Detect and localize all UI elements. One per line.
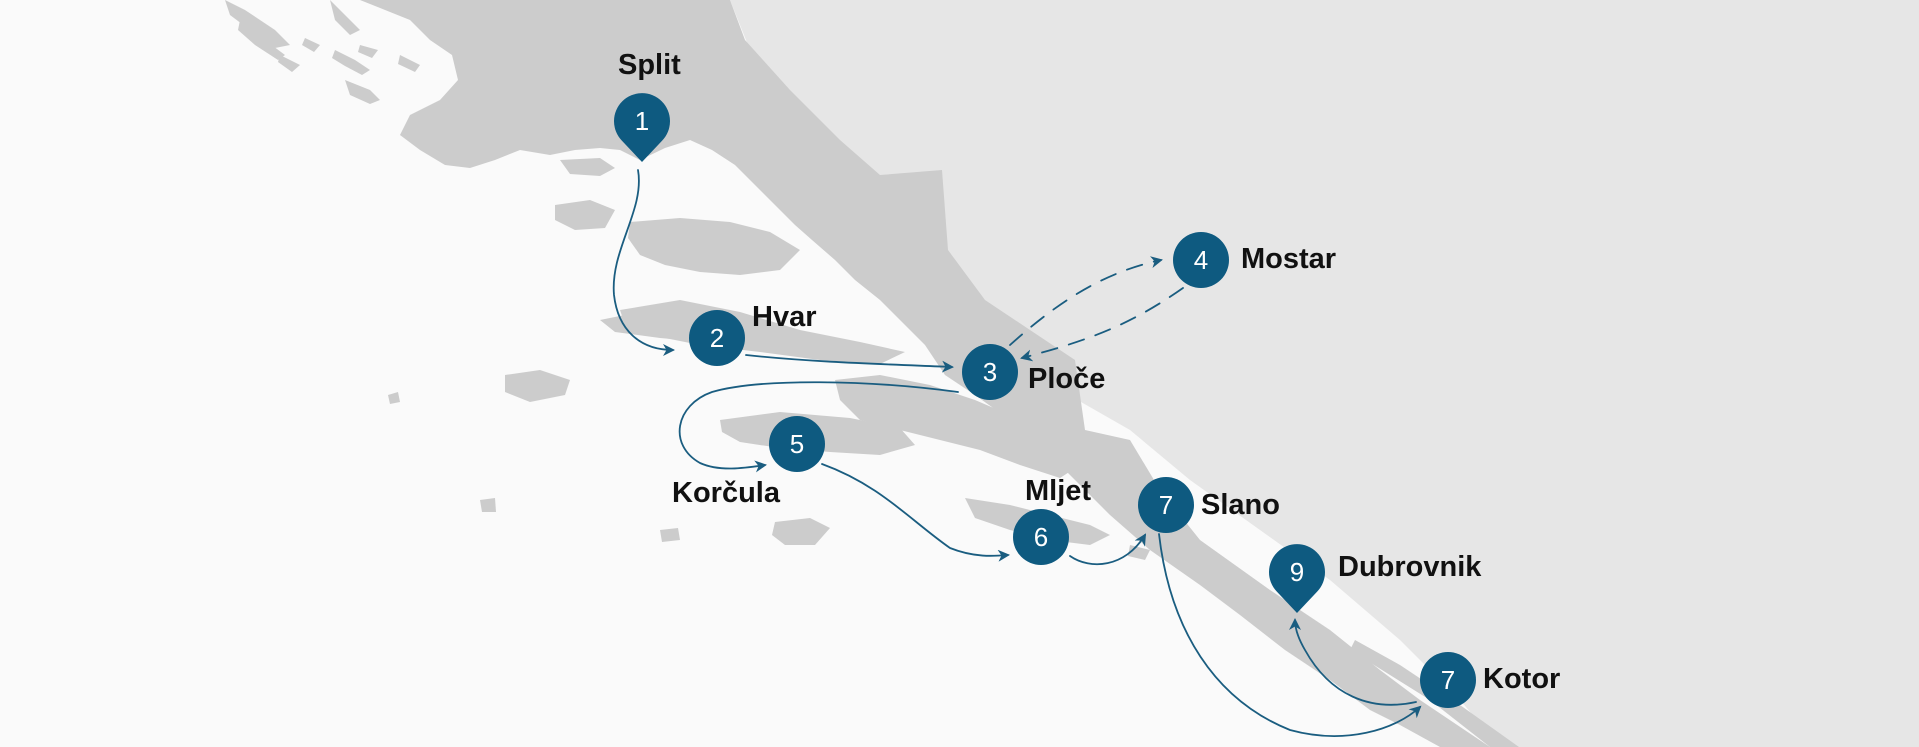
map-background: [225, 0, 1919, 747]
island-small-6: [358, 45, 378, 58]
stop-number: 3: [983, 357, 997, 387]
stop-number: 7: [1441, 665, 1455, 695]
island-krk: [330, 0, 360, 35]
stop-mljet[interactable]: 6 Mljet: [1013, 475, 1091, 565]
stop-ploce[interactable]: 3 Ploče: [962, 344, 1105, 400]
route-ploce-to-korcula: [678, 381, 959, 473]
island-small-3: [388, 392, 400, 404]
map-pin-icon: [614, 93, 671, 162]
island-small-5: [302, 38, 320, 52]
island-lastovo: [772, 518, 830, 545]
route-hvar-to-ploce: [745, 354, 954, 373]
stop-circle-icon: [1013, 509, 1069, 565]
stop-number: 1: [635, 106, 649, 136]
mainland-coast: [360, 0, 1490, 747]
stop-label: Hvar: [752, 301, 817, 333]
stop-label: Split: [618, 49, 681, 81]
stop-kotor[interactable]: 7 Kotor: [1420, 652, 1560, 708]
stop-label: Mljet: [1025, 475, 1091, 507]
island-small-4: [1208, 570, 1230, 582]
stop-number: 2: [710, 323, 724, 353]
island-ciovo: [560, 158, 615, 176]
island-pag: [332, 50, 370, 75]
island-dugi: [238, 20, 285, 60]
stop-number: 6: [1034, 522, 1048, 552]
inland-region: [730, 0, 1919, 747]
stop-number: 9: [1290, 557, 1304, 587]
route-mostar-to-ploce: [1020, 287, 1184, 362]
island-kornati: [345, 80, 380, 104]
route-split-to-hvar: [612, 169, 675, 356]
stop-label: Slano: [1201, 489, 1280, 521]
stop-number: 7: [1159, 490, 1173, 520]
map-pin-icon: [1268, 544, 1326, 613]
stop-hvar[interactable]: 2 Hvar: [689, 301, 817, 366]
stop-label: Mostar: [1241, 243, 1336, 275]
island-small-2: [480, 498, 496, 512]
island-solta: [555, 200, 615, 230]
routes: [612, 169, 1422, 737]
stop-circle-icon: [1138, 477, 1194, 533]
stop-dubrovnik[interactable]: 9 Dubrovnik: [1268, 544, 1482, 613]
island-small-1: [660, 528, 680, 542]
stop-label: Kotor: [1483, 663, 1560, 695]
island-hvar: [620, 300, 905, 364]
island-peljesac: [835, 375, 1080, 478]
island-vis: [505, 370, 570, 402]
stop-circle-icon: [689, 310, 745, 366]
stop-slano[interactable]: 7 Slano: [1138, 477, 1280, 533]
stop-circle-icon: [962, 344, 1018, 400]
stop-circle-icon: [1173, 232, 1229, 288]
stop-label: Korčula: [672, 477, 781, 509]
island-zirje: [278, 55, 300, 72]
route-ploce-to-mostar: [1009, 256, 1163, 346]
stop-number: 4: [1194, 245, 1208, 275]
route-slano-to-kotor: [1158, 533, 1422, 737]
stop-label: Ploče: [1028, 363, 1105, 395]
island-brac: [628, 218, 800, 275]
stop-circle-icon: [1420, 652, 1476, 708]
stop-split[interactable]: 1 Split: [614, 49, 681, 162]
island-cres: [225, 0, 290, 48]
island-murter: [398, 55, 420, 72]
route-korcula-to-mljet: [821, 463, 1010, 562]
stop-mostar[interactable]: 4 Mostar: [1173, 232, 1336, 288]
stop-number: 5: [790, 429, 804, 459]
route-kotor-to-dubrovnik: [1289, 618, 1417, 706]
route-mljet-to-slano: [1069, 533, 1147, 566]
stop-circle-icon: [769, 416, 825, 472]
stop-label: Dubrovnik: [1338, 551, 1482, 583]
